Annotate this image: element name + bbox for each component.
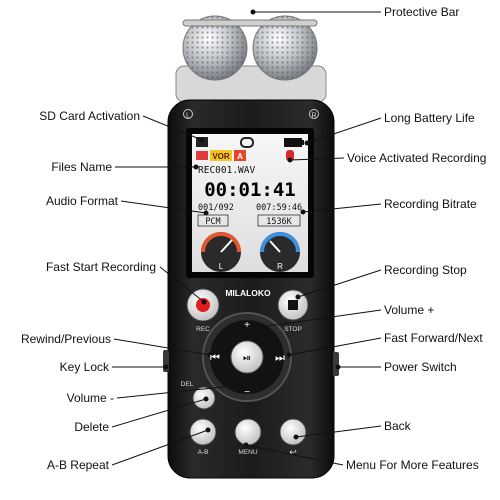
rec-label: REC (196, 326, 210, 333)
callout-sd-card-activation: SD Card Activation (39, 109, 140, 123)
power-switch (333, 352, 339, 376)
callout-long-battery-life: Long Battery Life (384, 111, 475, 125)
callout-power-switch: Power Switch (384, 360, 457, 374)
back-icon: ↩ (289, 447, 297, 457)
badges-row (196, 150, 294, 161)
file-count: 001/092 (198, 203, 234, 213)
file-name: REC001.WAV (198, 165, 255, 176)
callout-volume-plus: Volume + (384, 303, 435, 317)
protective-bar (182, 19, 318, 27)
callout-lines (111, 9, 382, 466)
menu-label: MENU (238, 449, 257, 456)
stop-label: STOP (284, 326, 302, 333)
meter-right-label: R (277, 262, 283, 271)
stereo-microphones (175, 15, 327, 103)
a-badge: A (237, 152, 243, 161)
headphone-icon (240, 137, 254, 148)
callout-volume-minus: Volume - (66, 391, 114, 405)
timer: 00:01:41 (204, 179, 296, 201)
menu-button-shape (234, 418, 262, 446)
level-meters (201, 232, 300, 272)
vol-plus-label: + (244, 320, 250, 331)
brand-logo: MILALOKO (225, 288, 271, 298)
callout-menu: Menu For More Features (346, 458, 479, 472)
record-icon (196, 151, 208, 160)
left-side-mark: L (186, 113, 190, 120)
callout-recording-bitrate: Recording Bitrate (384, 197, 477, 211)
vor-mic-icon (286, 150, 294, 161)
forward-icon[interactable]: ⏭ (275, 352, 285, 364)
rewind-icon[interactable]: ⏮ (210, 352, 220, 364)
callout-ab-repeat: A-B Repeat (46, 458, 109, 472)
callout-voice-activated-recording: Voice Activated Recording (347, 151, 487, 165)
bitrate-label: 1536K (266, 217, 292, 227)
right-side-mark: R (311, 113, 316, 120)
callout-delete: Delete (74, 420, 109, 434)
callout-fast-forward: Fast Forward/Next (384, 331, 483, 345)
back-button-shape (279, 418, 307, 446)
callout-recording-stop: Recording Stop (384, 263, 467, 277)
ab-label: A-B (198, 449, 209, 456)
callout-protective-bar: Protective Bar (384, 5, 460, 19)
callout-fast-start-recording: Fast Start Recording (45, 260, 156, 274)
callout-files-name: Files Name (51, 160, 112, 174)
callout-back: Back (384, 419, 411, 433)
callout-audio-format: Audio Format (45, 194, 118, 208)
callout-key-lock: Key Lock (59, 360, 109, 374)
vol-minus-label: − (244, 387, 250, 398)
callout-rewind-previous: Rewind/Previous (20, 332, 111, 346)
vor-badge: VOR (212, 152, 230, 161)
remaining-time: 007:59:46 (256, 203, 302, 213)
play-pause-icon[interactable]: ⏯ (243, 353, 251, 364)
play-button-shape (230, 340, 264, 374)
meter-left-label: L (219, 262, 224, 271)
battery-icon (284, 138, 302, 147)
format-label: PCM (205, 217, 220, 227)
del-label: DEL (181, 381, 194, 388)
